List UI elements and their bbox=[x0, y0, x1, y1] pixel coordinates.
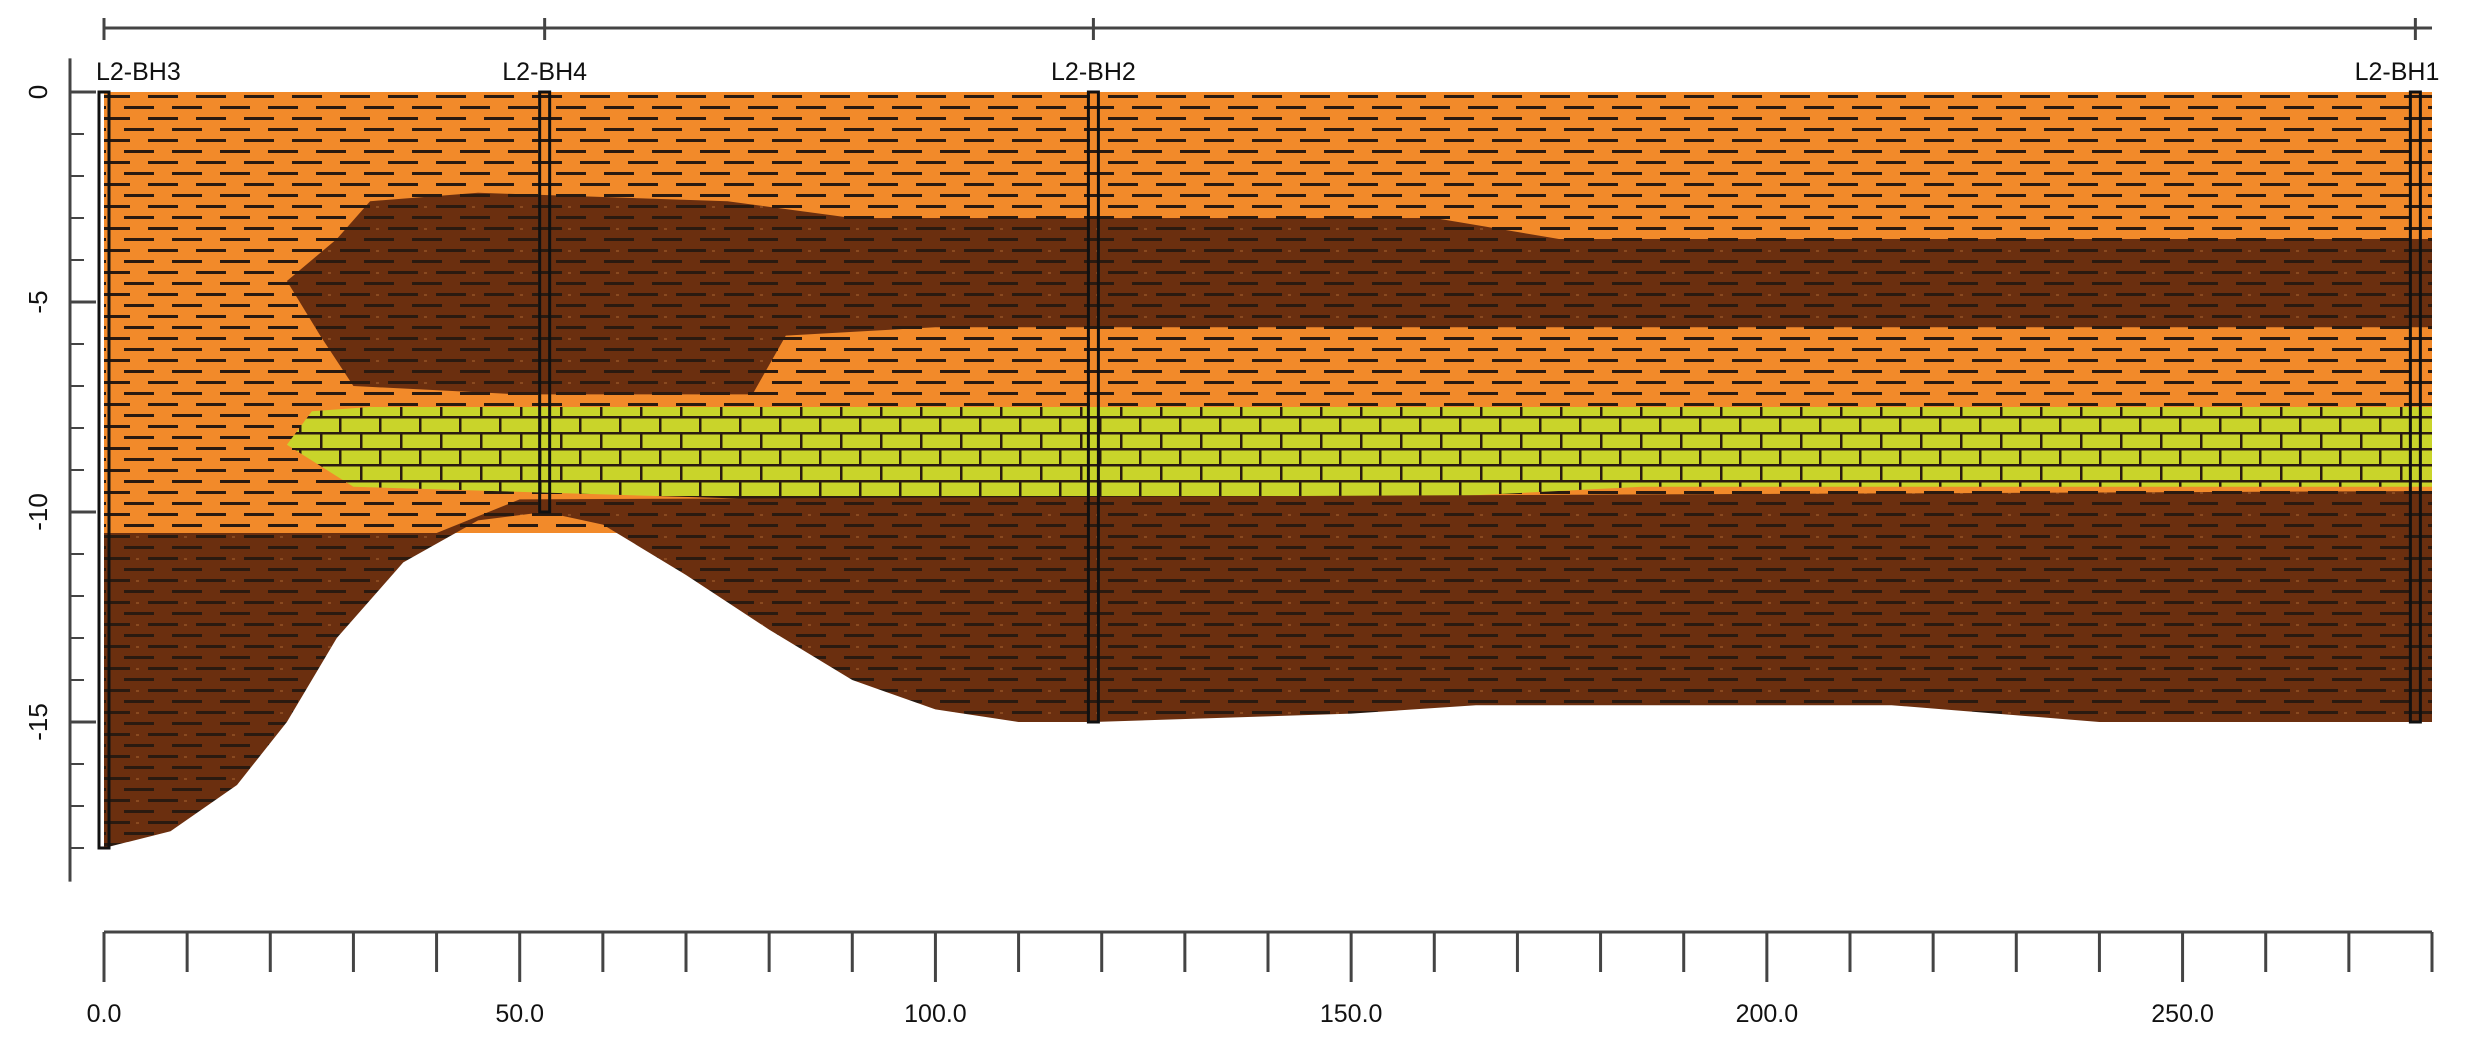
distance-tick-label: 0.0 bbox=[87, 1000, 122, 1028]
borehole-column bbox=[97, 90, 111, 850]
borehole-column bbox=[1086, 90, 1100, 724]
borehole-column bbox=[538, 90, 552, 514]
borehole-label: L2-BH1 bbox=[2355, 58, 2440, 86]
borehole-l2-bh3[interactable]: L2-BH3 bbox=[96, 18, 181, 850]
depth-tick-label: -5 bbox=[23, 290, 53, 313]
borehole-l2-bh4[interactable]: L2-BH4 bbox=[502, 18, 587, 514]
boreholes: L2-BH3 L2-BH4 L2-BH2 L2-BH1 bbox=[96, 18, 2440, 850]
strata-layers bbox=[104, 92, 2433, 848]
borehole-label: L2-BH2 bbox=[1051, 58, 1136, 86]
borehole-label: L2-BH4 bbox=[502, 58, 587, 86]
borehole-l2-bh2[interactable]: L2-BH2 bbox=[1051, 18, 1136, 724]
unit-limestone bbox=[286, 407, 2433, 500]
borehole-label: L2-BH3 bbox=[96, 58, 181, 86]
depth-tick-label: 0 bbox=[23, 85, 53, 99]
borehole-column bbox=[2408, 90, 2422, 724]
borehole-l2-bh1[interactable]: L2-BH1 bbox=[2355, 18, 2440, 724]
unit-lower-brown bbox=[104, 491, 2432, 848]
unit-brown-lens bbox=[286, 192, 2433, 395]
depth-tick-label: -15 bbox=[23, 703, 53, 741]
distance-tick-label: 150.0 bbox=[1320, 1000, 1383, 1028]
distance-tick-label: 100.0 bbox=[904, 1000, 967, 1028]
axes: 0 -5 -10 -15 0.0 50.0 100.0 150.0 200.0 250.0 bbox=[23, 26, 2434, 1028]
distance-tick-label: 250.0 bbox=[2151, 1000, 2214, 1028]
depth-tick-label: -10 bbox=[23, 493, 53, 531]
distance-tick-label: 200.0 bbox=[1736, 1000, 1799, 1028]
distance-tick-label: 50.0 bbox=[495, 1000, 544, 1028]
